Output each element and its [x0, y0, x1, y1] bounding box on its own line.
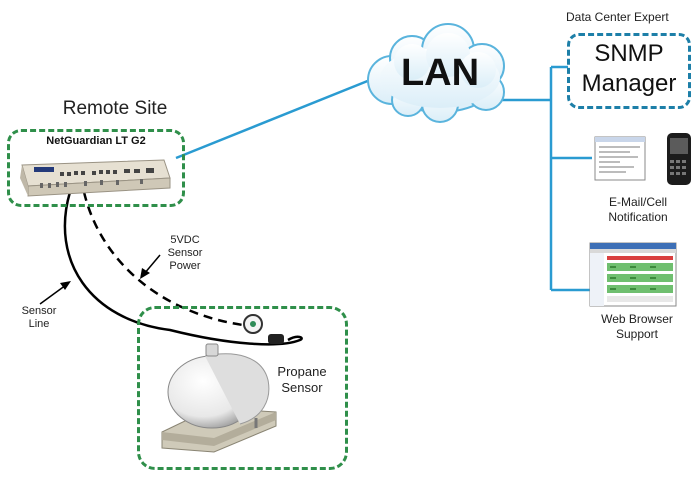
snmp-manager-line1: SNMP [594, 40, 664, 67]
sensorline-arrow [39, 284, 67, 305]
netguardian-lan-link [175, 74, 381, 160]
lan-label: LAN [400, 52, 480, 94]
sensor-line-line2: Line [28, 318, 50, 330]
propane-site-box [137, 306, 348, 470]
propane-label-line1: Propane [277, 364, 327, 379]
remote-site-box [7, 129, 185, 207]
sensor-power-line1: 5VDC [170, 234, 200, 246]
web-browser-line1: Web Browser [601, 312, 673, 326]
notification-line2: Notification [608, 210, 668, 224]
sensor-line-cable [63, 191, 303, 346]
web-browser-line2: Support [615, 327, 659, 341]
remote-site-title: Remote Site [62, 98, 168, 119]
netguardian-device-label: NetGuardian LT G2 [46, 135, 146, 147]
sensor-line-line1: Sensor [21, 305, 57, 317]
sensor-power-line3: Power [169, 260, 201, 272]
snmp-manager-box [567, 33, 691, 109]
sensor-power-line2: Sensor [167, 247, 203, 259]
sensorline-arrow-head [60, 281, 71, 290]
power-arrow [143, 254, 161, 275]
snmp-manager-line2: Manager [581, 70, 677, 97]
sensor-power-cable [82, 191, 251, 328]
power-arrow-head [140, 268, 150, 279]
data-center-label: Data Center Expert [566, 10, 669, 24]
notification-line1: E-Mail/Cell [608, 195, 667, 209]
propane-label-line2: Sensor [281, 380, 323, 395]
